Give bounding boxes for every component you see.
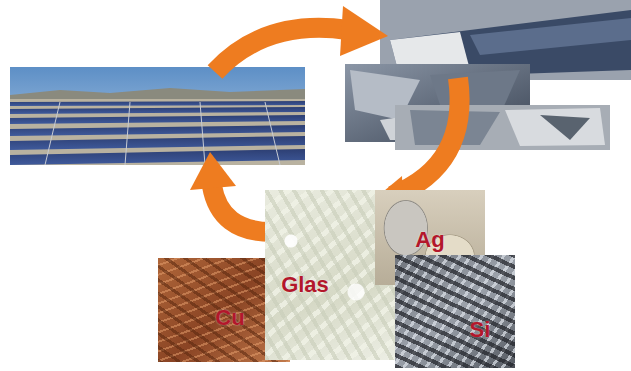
silicon-tile: Si bbox=[395, 255, 515, 368]
material-label: Cu bbox=[215, 306, 244, 330]
material-label: Ag bbox=[415, 228, 444, 252]
broken-panels-photo bbox=[345, 0, 631, 150]
material-label: Glas bbox=[281, 273, 329, 297]
solar-park-photo bbox=[10, 67, 305, 165]
cycle-arrow bbox=[392, 78, 460, 196]
material-label: Si bbox=[470, 318, 491, 342]
cycle-arrow bbox=[212, 186, 272, 232]
cycle-arrow bbox=[215, 28, 348, 72]
arrowhead bbox=[340, 6, 388, 56]
arrowhead bbox=[190, 152, 236, 190]
